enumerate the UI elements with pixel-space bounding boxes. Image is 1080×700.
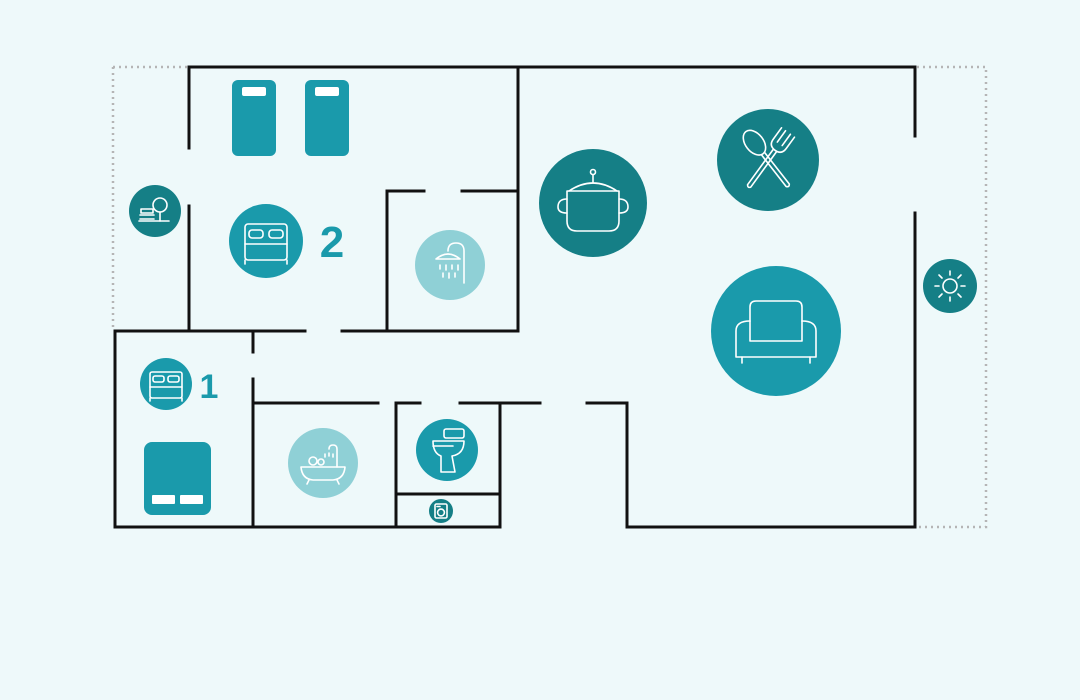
walls	[113, 65, 917, 529]
bedroom-2: 2	[229, 80, 349, 278]
outdoor-boundaries	[111, 65, 988, 529]
double-bed-icon	[229, 204, 303, 278]
shower-icon	[415, 230, 485, 300]
armchair-icon	[711, 266, 841, 396]
bathtub-icon	[288, 428, 358, 498]
room-number-2: 2	[320, 218, 344, 267]
wall-right	[585, 211, 917, 529]
toilet-icon	[416, 419, 478, 481]
double-bed-icon	[144, 442, 211, 515]
double-bed-icon	[140, 358, 192, 410]
garden-boundary	[111, 65, 188, 331]
single-bed-icon	[232, 80, 276, 156]
wall-bedroom1-outer	[113, 329, 502, 529]
garden-icon	[129, 185, 181, 237]
wall-shower	[385, 189, 520, 333]
sun-icon	[923, 259, 977, 313]
washing-machine-icon	[429, 499, 453, 523]
cooking-pot-icon	[539, 149, 647, 257]
wall-top	[187, 65, 917, 138]
cutlery-icon	[717, 109, 819, 211]
room-number-1: 1	[200, 368, 219, 406]
bedroom-1: 1	[140, 358, 218, 515]
single-bed-icon	[305, 80, 349, 156]
